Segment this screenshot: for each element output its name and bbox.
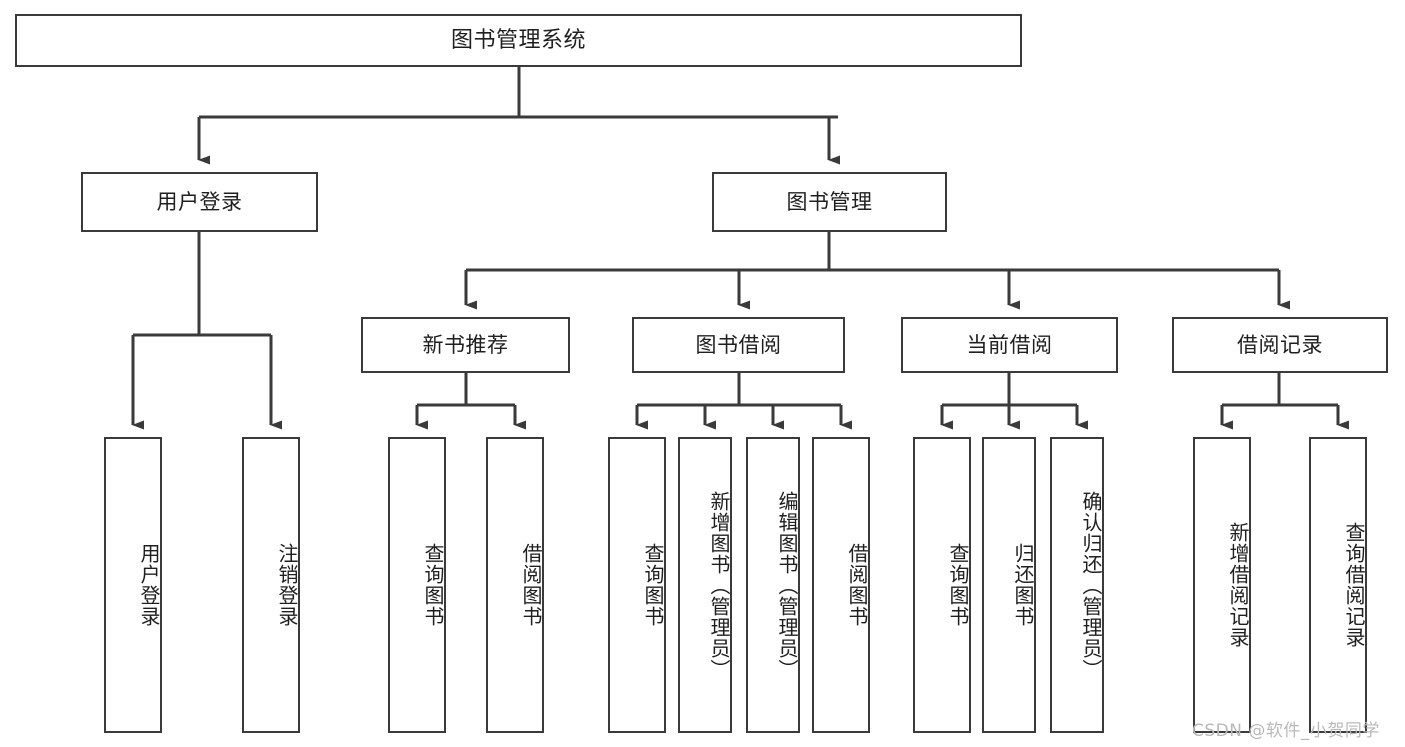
node-label: 图书管理系统 [450,27,586,53]
node-current-borrow[interactable]: 当前借阅 [901,317,1118,373]
node-leaf-query-book-borrow[interactable]: 查询图书 [608,437,666,733]
node-leaf-confirm-return-admin[interactable]: 确认归还（管理员） [1050,437,1104,733]
node-label: 查询图书 [421,543,445,627]
node-leaf-query-book-recommend[interactable]: 查询图书 [388,437,446,733]
node-leaf-edit-book-admin[interactable]: 编辑图书（管理员） [746,437,800,733]
node-leaf-add-book-admin[interactable]: 新增图书（管理员） [678,437,732,733]
node-label: 编辑图书（管理员） [775,490,799,680]
node-leaf-add-borrow-record[interactable]: 新增借阅记录 [1193,437,1251,733]
node-label: 新书推荐 [422,332,509,357]
node-leaf-query-borrow-record[interactable]: 查询借阅记录 [1309,437,1367,733]
node-book-management[interactable]: 图书管理 [712,172,947,232]
csdn-watermark: CSDN @软件_小贺同学 [1192,721,1380,741]
node-label: 借阅图书 [845,543,869,627]
node-leaf-query-book-current[interactable]: 查询图书 [913,437,971,733]
node-label: 用户登录 [137,543,161,627]
node-borrow-record[interactable]: 借阅记录 [1172,317,1388,373]
node-leaf-user-login[interactable]: 用户登录 [104,437,162,733]
node-label: 借阅记录 [1237,332,1323,357]
node-root-book-management-system[interactable]: 图书管理系统 [15,14,1022,67]
node-user-login[interactable]: 用户登录 [81,172,318,232]
node-leaf-return-book[interactable]: 归还图书 [982,437,1036,733]
node-label: 图书借阅 [695,332,782,357]
node-label: 查询图书 [641,543,665,627]
node-book-borrow[interactable]: 图书借阅 [632,317,845,373]
node-label: 注销登录 [275,543,299,627]
node-label: 归还图书 [1011,543,1035,627]
node-label: 查询借阅记录 [1342,522,1366,648]
node-label: 确认归还（管理员） [1079,490,1103,680]
node-leaf-borrow-book-recommend[interactable]: 借阅图书 [486,437,544,733]
node-new-book-recommend[interactable]: 新书推荐 [361,317,570,373]
node-label: 用户登录 [156,189,243,214]
node-label: 借阅图书 [519,543,543,627]
node-label: 新增借阅记录 [1226,522,1250,648]
node-label: 图书管理 [786,189,873,214]
node-leaf-logout[interactable]: 注销登录 [242,437,300,733]
node-leaf-borrow-book[interactable]: 借阅图书 [812,437,870,733]
node-label: 新增图书（管理员） [707,490,731,680]
node-label: 当前借阅 [966,332,1053,357]
node-label: 查询图书 [946,543,970,627]
